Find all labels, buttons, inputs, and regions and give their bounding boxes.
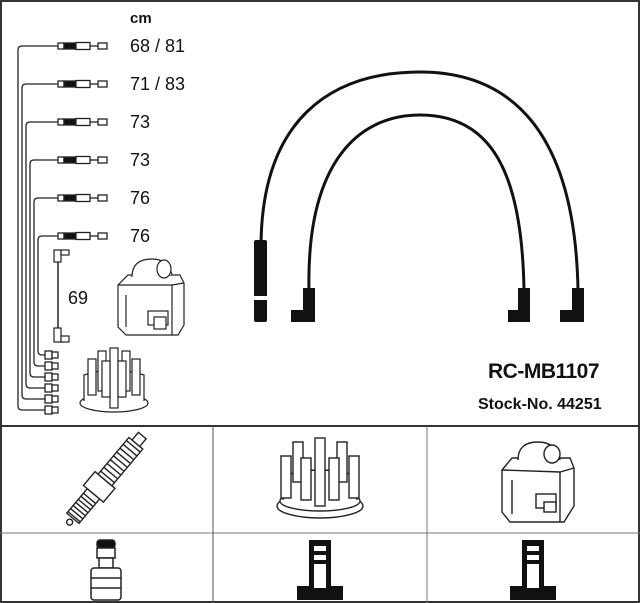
spark-plug-rib	[80, 495, 94, 508]
plug-terminal-connector-icon	[90, 539, 122, 601]
length-unit-label: cm	[130, 10, 152, 27]
spark-plug-rib	[82, 492, 97, 505]
coil-tower-connector-icon	[510, 540, 556, 600]
harness-lead	[33, 193, 108, 371]
lead-4-length: 73	[130, 150, 151, 170]
spark-plug-rib	[100, 470, 115, 484]
lead-6-length: 76	[130, 226, 151, 246]
coil-lead-drawing	[53, 249, 70, 343]
spark-plug-rib	[75, 501, 89, 514]
harness-lead	[21, 79, 108, 404]
harness-lead	[25, 117, 108, 393]
coil-lead-length: 69	[68, 288, 89, 308]
distributor-cap-icon	[276, 437, 364, 519]
spark-plug-rib	[116, 451, 131, 465]
spark-plug-rib	[77, 498, 92, 511]
ignition-coil-icon	[501, 441, 575, 523]
lead-5-length: 76	[130, 188, 151, 208]
harness-lead	[17, 41, 108, 415]
cable-harness	[17, 41, 108, 415]
spark-plug-rib	[70, 508, 84, 520]
product-code: RC-MB1107	[488, 360, 600, 383]
spark-plug-rib	[113, 455, 128, 468]
spark-plug-rib	[122, 443, 138, 457]
spark-plug-rib	[119, 447, 135, 461]
harness-lead	[37, 231, 108, 360]
coil-cable-outer	[252, 70, 584, 322]
lead-1-length: 68 / 81	[130, 36, 186, 56]
spark-plug-rib	[106, 462, 122, 476]
spark-plug-rib	[109, 459, 125, 472]
distributor-cap-small-drawing	[79, 347, 149, 413]
ignition-coil-small-drawing	[117, 258, 185, 336]
stock-number: Stock-No. 44251	[478, 396, 602, 413]
harness-lead	[29, 155, 108, 382]
spark-plug-rib	[72, 504, 86, 517]
spark-plug-rib	[125, 439, 141, 453]
spark-plug-icon	[65, 431, 148, 526]
cap-tower-connector-icon	[297, 540, 343, 600]
lead-3-length: 73	[130, 112, 151, 132]
coil-cable-inner	[291, 113, 530, 322]
spark-plug-rib	[67, 511, 81, 523]
lead-2-length: 71 / 83	[130, 74, 186, 94]
spark-plug-rib	[103, 466, 119, 480]
